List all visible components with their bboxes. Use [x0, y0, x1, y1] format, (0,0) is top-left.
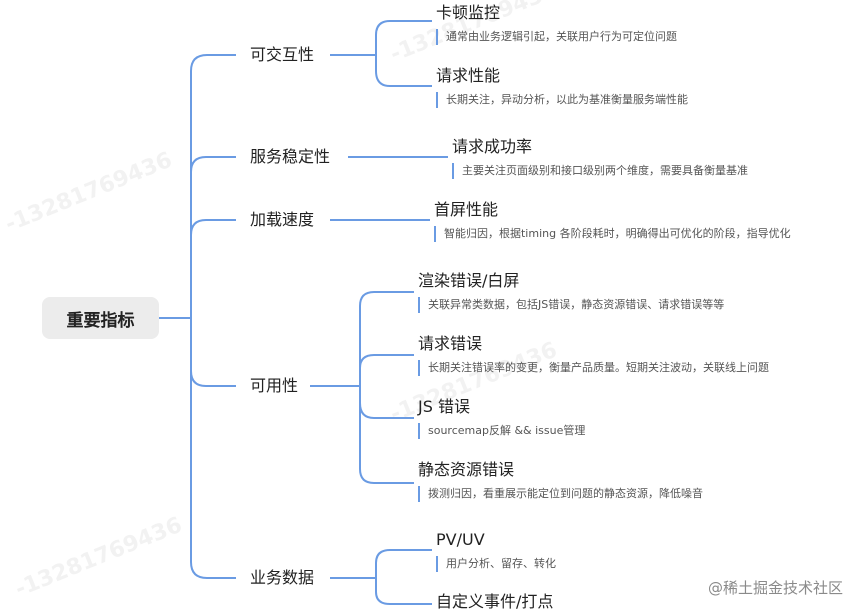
- edge-l1-4-a: [359, 291, 414, 386]
- note-request-performance: 长期关注，异动分析，以此为基准衡量服务端性能: [436, 92, 688, 108]
- root-node-label: 重要指标: [66, 310, 135, 331]
- note-first-screen: 智能归因，根据timing 各阶段耗时，明确得出可优化的阶段，指导优化: [434, 226, 791, 242]
- root-node[interactable]: 重要指标: [42, 297, 159, 339]
- note-static-resource-error: 拨测归因，看重展示能定位到问题的静态资源，降低噪音: [418, 486, 703, 502]
- source-credit: @稀土掘金技术社区: [708, 577, 843, 598]
- category-business-data[interactable]: 业务数据: [250, 568, 315, 587]
- edge-cat-3: [190, 219, 236, 236]
- category-stability[interactable]: 服务稳定性: [250, 147, 331, 166]
- watermark: -13281769436: [1, 147, 176, 238]
- node-static-resource-error[interactable]: 静态资源错误: [418, 460, 515, 479]
- edge-l1-5-a: [375, 549, 432, 578]
- credit-text: @稀土掘金技术社区: [707, 579, 843, 597]
- node-request-error[interactable]: 请求错误: [418, 334, 483, 353]
- node-request-success-rate[interactable]: 请求成功率: [452, 137, 533, 156]
- node-render-error[interactable]: 渲染错误/白屏: [418, 271, 520, 290]
- category-load-speed[interactable]: 加载速度: [250, 210, 315, 229]
- node-js-error[interactable]: JS 错误: [418, 397, 470, 416]
- note-js-error: sourcemap反解 && issue管理: [418, 423, 585, 439]
- note-jank-monitor: 通常由业务逻辑引起，关联用户行为可定位问题: [436, 29, 677, 45]
- category-availability[interactable]: 可用性: [250, 376, 299, 395]
- node-custom-event[interactable]: 自定义事件/打点: [436, 592, 554, 611]
- watermark: -13281769436: [11, 512, 186, 603]
- note-request-error: 长期关注错误率的变更，衡量产品质量。短期关注波动，关联线上问题: [418, 360, 769, 376]
- edge-l1-4-b: [359, 354, 414, 369]
- note-request-success-rate: 主要关注页面级别和接口级别两个维度，需要具备衡量基准: [452, 163, 748, 179]
- category-interactivity[interactable]: 可交互性: [250, 45, 315, 64]
- node-jank-monitor[interactable]: 卡顿监控: [436, 3, 501, 22]
- note-render-error: 关联异常类数据，包括JS错误，静态资源错误、请求错误等等: [418, 297, 724, 313]
- edge-trunk: [190, 54, 208, 579]
- node-pv-uv[interactable]: PV/UV: [436, 530, 485, 549]
- edge-l1-5-b: [375, 578, 432, 605]
- edge-cat-4: [190, 370, 236, 387]
- node-first-screen[interactable]: 首屏性能: [434, 200, 499, 219]
- node-request-performance[interactable]: 请求性能: [436, 66, 501, 85]
- edge-cat-2: [190, 156, 236, 173]
- note-pv-uv: 用户分析、留存、转化: [436, 556, 556, 572]
